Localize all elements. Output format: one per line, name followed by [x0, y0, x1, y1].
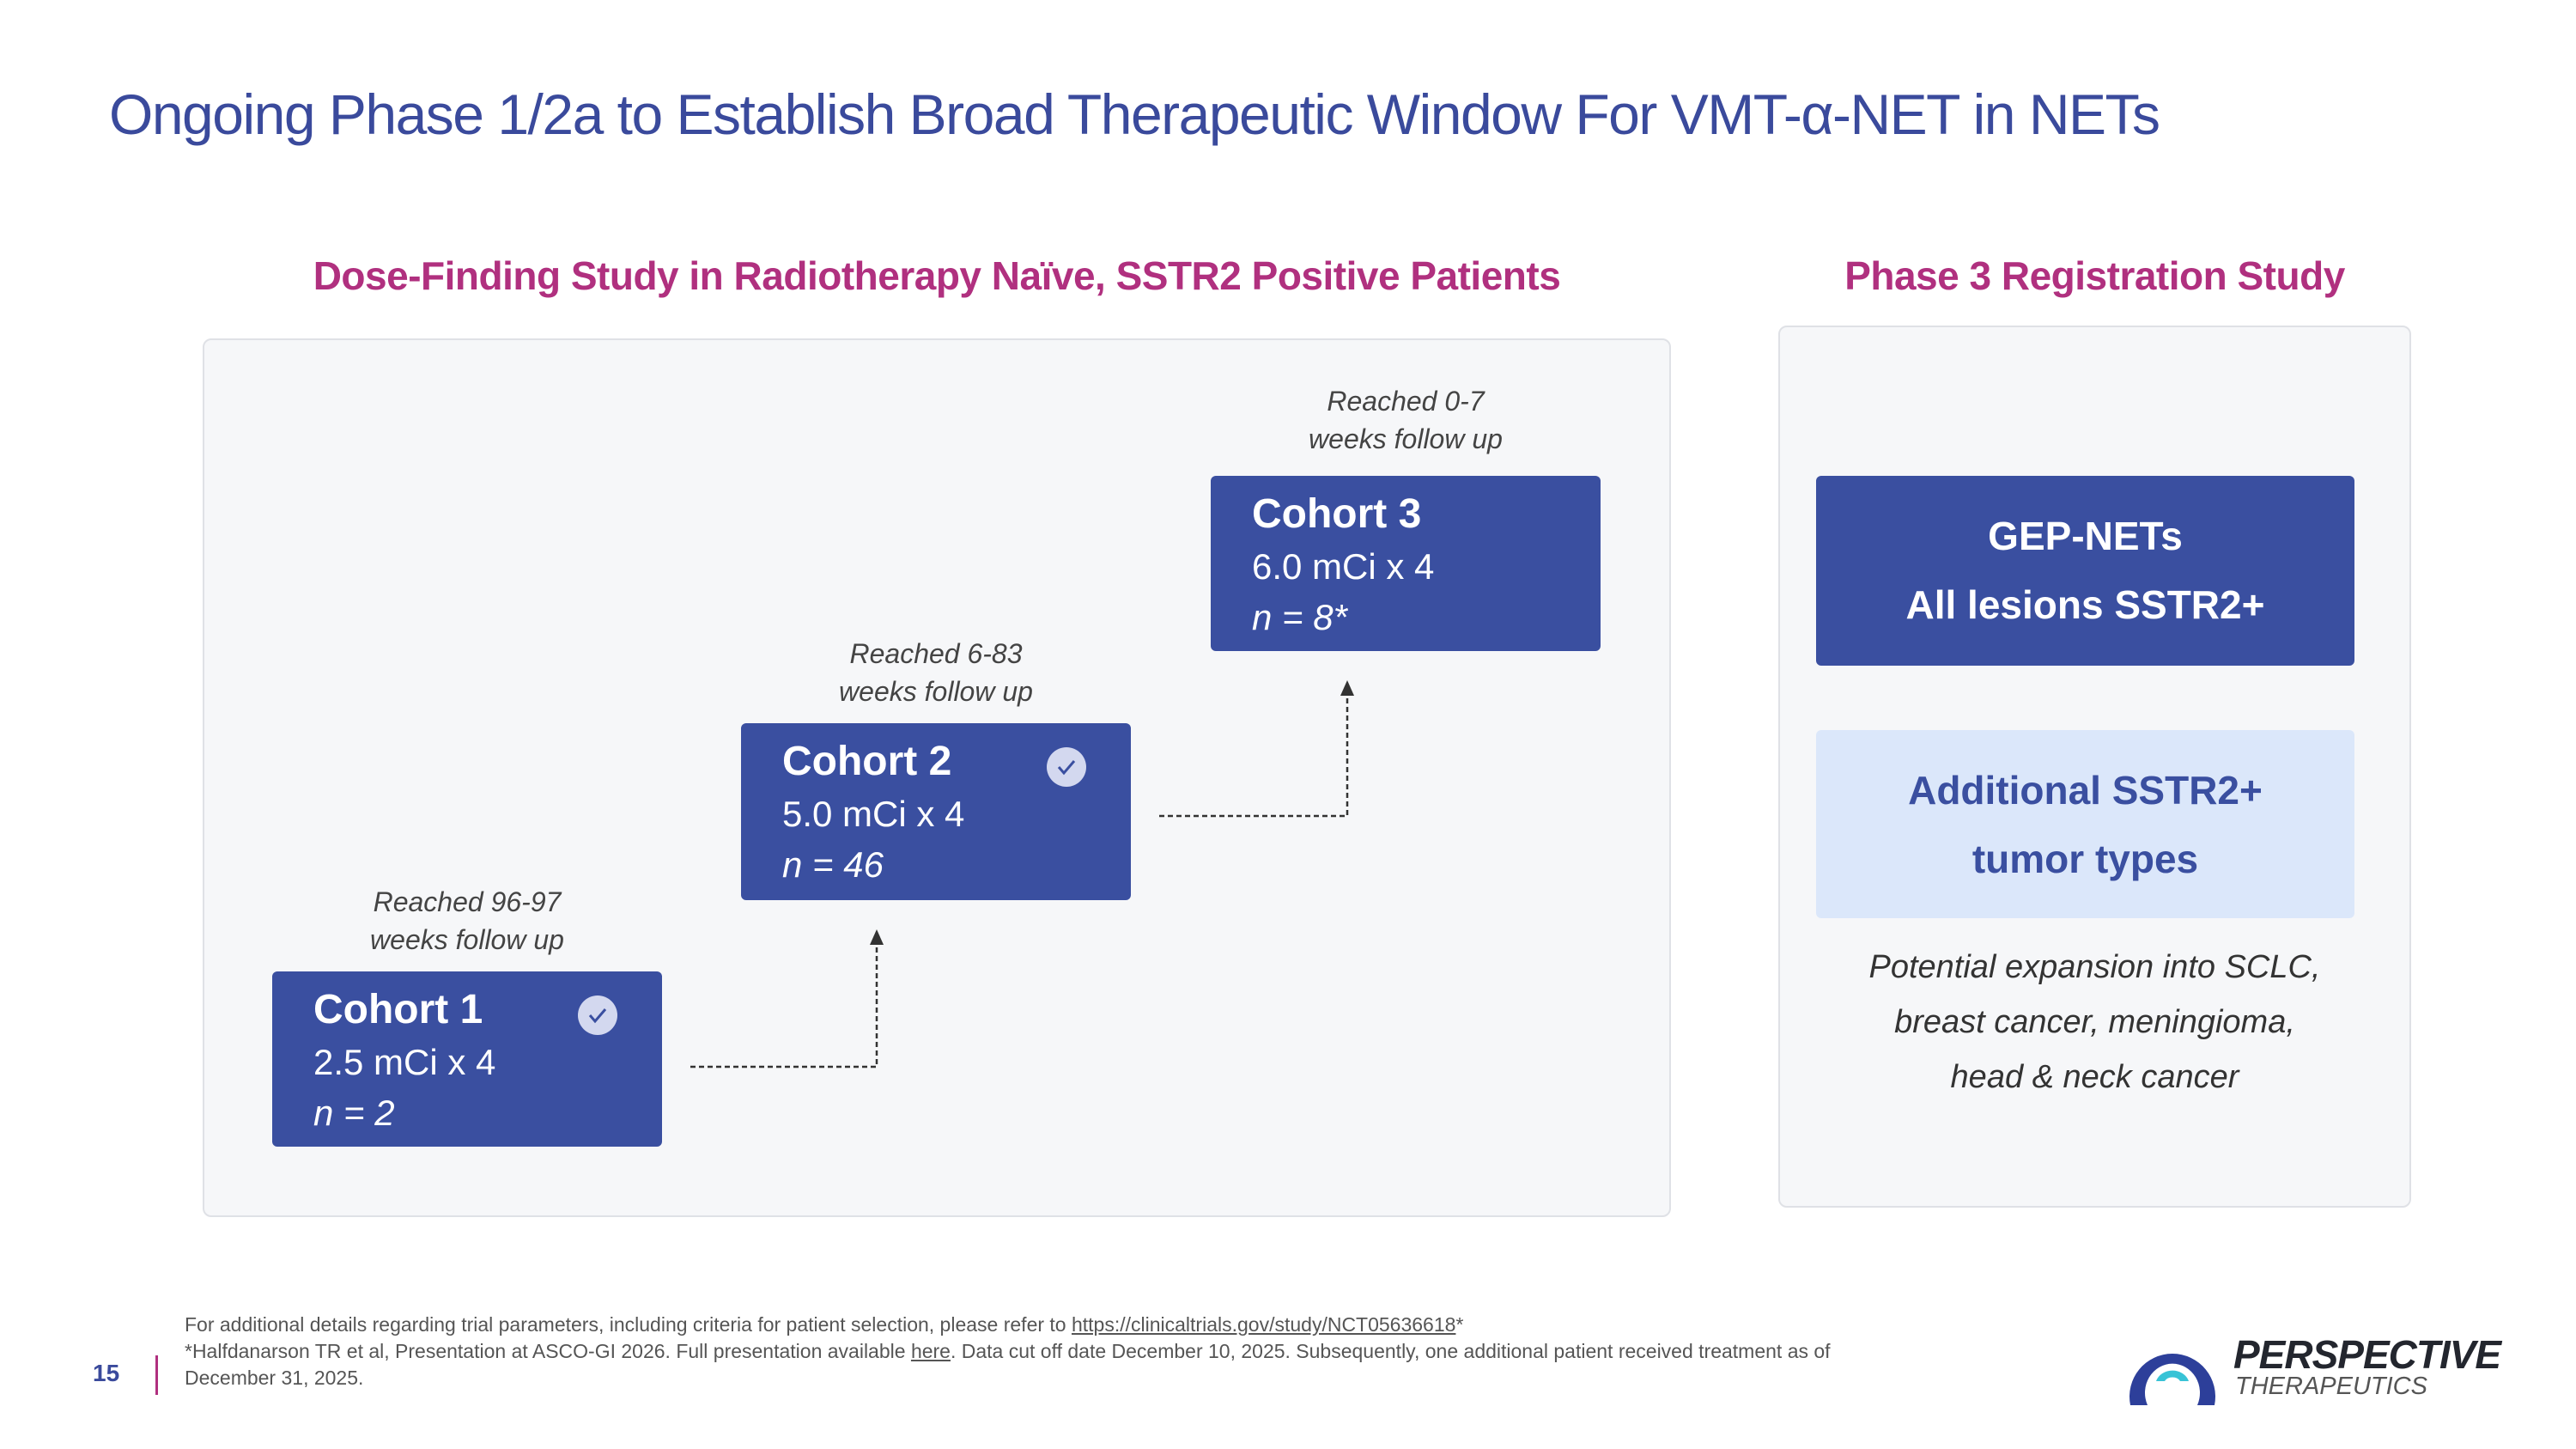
- cohort-n: n = 8*: [1252, 597, 1347, 637]
- cohort-3-box: Cohort 3 6.0 mCi x 4 n = 8*: [1211, 476, 1601, 651]
- followup-line: weeks follow up: [370, 924, 564, 955]
- gep-nets-box: GEP-NETs All lesions SSTR2+: [1816, 476, 2354, 666]
- cohort-dose: 5.0 mCi x 4: [782, 794, 965, 834]
- arrow-up-icon: [870, 929, 884, 945]
- expansion-line: head & neck cancer: [1950, 1059, 2239, 1095]
- dose-finding-heading: Dose-Finding Study in Radiotherapy Naïve…: [313, 253, 1561, 298]
- footnote-text: *Halfdanarson TR et al, Presentation at …: [185, 1340, 911, 1362]
- clinicaltrials-link[interactable]: https://clinicaltrials.gov/study/NCT0563…: [1071, 1313, 1456, 1336]
- footnote-text: . Data cut off date December 10, 2025. S…: [950, 1340, 1831, 1362]
- cohort-dose: 6.0 mCi x 4: [1252, 546, 1435, 587]
- footnote-text: December 31, 2025.: [185, 1367, 364, 1389]
- page-number: 15: [93, 1360, 120, 1386]
- cohort-dose: 2.5 mCi x 4: [313, 1042, 496, 1082]
- followup-line: Reached 96-97: [373, 886, 562, 917]
- cohort-2-box: Cohort 2 5.0 mCi x 4 n = 46: [741, 723, 1131, 900]
- cohort-n: n = 2: [313, 1093, 395, 1133]
- followup-line: Reached 6-83: [849, 638, 1023, 669]
- footnote-text: *: [1455, 1313, 1464, 1336]
- check-circle-icon: [1047, 747, 1086, 787]
- expansion-line: breast cancer, meningioma,: [1894, 1004, 2295, 1040]
- footnote-text: For additional details regarding trial p…: [185, 1313, 1072, 1336]
- expansion-note: Potential expansion into SCLC, breast ca…: [1778, 940, 2411, 1105]
- followup-line: Reached 0-7: [1327, 386, 1485, 417]
- cohort1-followup: Reached 96-97 weeks follow up: [295, 883, 639, 959]
- footnote: For additional details regarding trial p…: [185, 1312, 1831, 1391]
- cohort-name: Cohort 3: [1252, 491, 1422, 537]
- cohort-1-box: Cohort 1 2.5 mCi x 4 n = 2: [272, 971, 662, 1147]
- box-line: Additional SSTR2+: [1908, 768, 2263, 813]
- cohort-name: Cohort 1: [313, 987, 483, 1032]
- presentation-link[interactable]: here: [910, 1340, 951, 1362]
- logo-tagline: THERAPEUTICS: [2235, 1373, 2427, 1400]
- box-line: GEP-NETs: [1988, 514, 2183, 558]
- connector-cohort1-to-cohort2: [690, 929, 884, 1068]
- logo-arch-icon: [2129, 1354, 2215, 1405]
- connector-cohort2-to-cohort3: [1159, 680, 1354, 818]
- cohort-name: Cohort 2: [782, 739, 952, 784]
- logo-brand: PERSPECTIVE: [2233, 1332, 2501, 1377]
- expansion-line: Potential expansion into SCLC,: [1868, 949, 2321, 985]
- box-line: All lesions SSTR2+: [1905, 582, 2265, 627]
- followup-line: weeks follow up: [839, 676, 1033, 707]
- cohort-n: n = 46: [782, 844, 884, 885]
- slide-title: Ongoing Phase 1/2a to Establish Broad Th…: [109, 82, 2160, 146]
- page-divider: [155, 1355, 158, 1395]
- cohort3-followup: Reached 0-7 weeks follow up: [1234, 382, 1577, 458]
- additional-tumor-types-box: Additional SSTR2+ tumor types: [1816, 730, 2354, 918]
- arrow-up-icon: [1340, 680, 1354, 696]
- cohort2-followup: Reached 6-83 weeks follow up: [764, 635, 1108, 710]
- company-logo: PERSPECTIVE THERAPEUTICS: [2122, 1328, 2517, 1409]
- followup-line: weeks follow up: [1309, 423, 1503, 454]
- check-circle-icon: [578, 995, 617, 1035]
- phase3-heading: Phase 3 Registration Study: [1844, 253, 2345, 298]
- box-line: tumor types: [1971, 837, 2199, 881]
